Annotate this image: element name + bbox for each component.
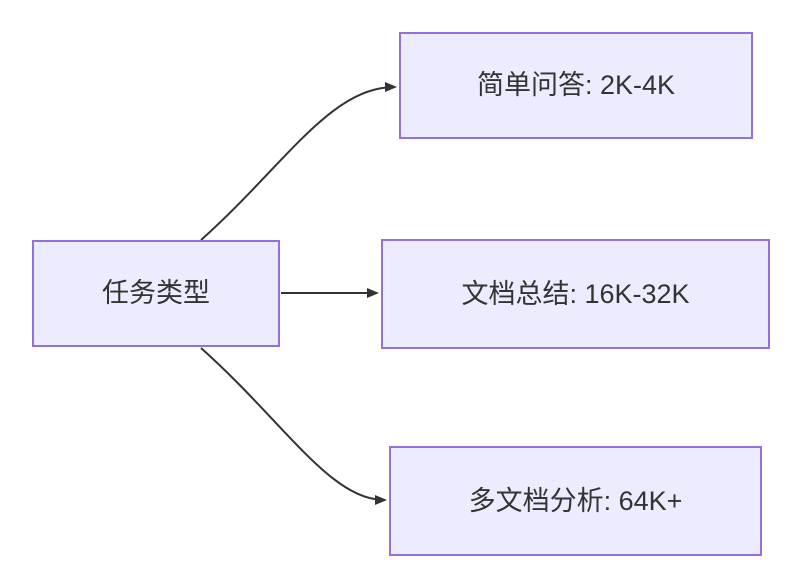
node-task-type: 任务类型 xyxy=(32,240,280,347)
node-simple-qa: 简单问答: 2K-4K xyxy=(399,32,753,139)
node-task-type-label: 任务类型 xyxy=(102,278,210,308)
node-multi-doc: 多文档分析: 64K+ xyxy=(389,446,762,556)
node-doc-summary: 文档总结: 16K-32K xyxy=(381,239,770,349)
node-multi-doc-label: 多文档分析: 64K+ xyxy=(468,485,683,516)
node-simple-qa-label: 简单问答: 2K-4K xyxy=(476,70,676,100)
edge-root-to-multi-doc xyxy=(200,347,387,505)
edge-root-to-simple-qa xyxy=(200,82,397,241)
node-doc-summary-label: 文档总结: 16K-32K xyxy=(461,278,690,309)
